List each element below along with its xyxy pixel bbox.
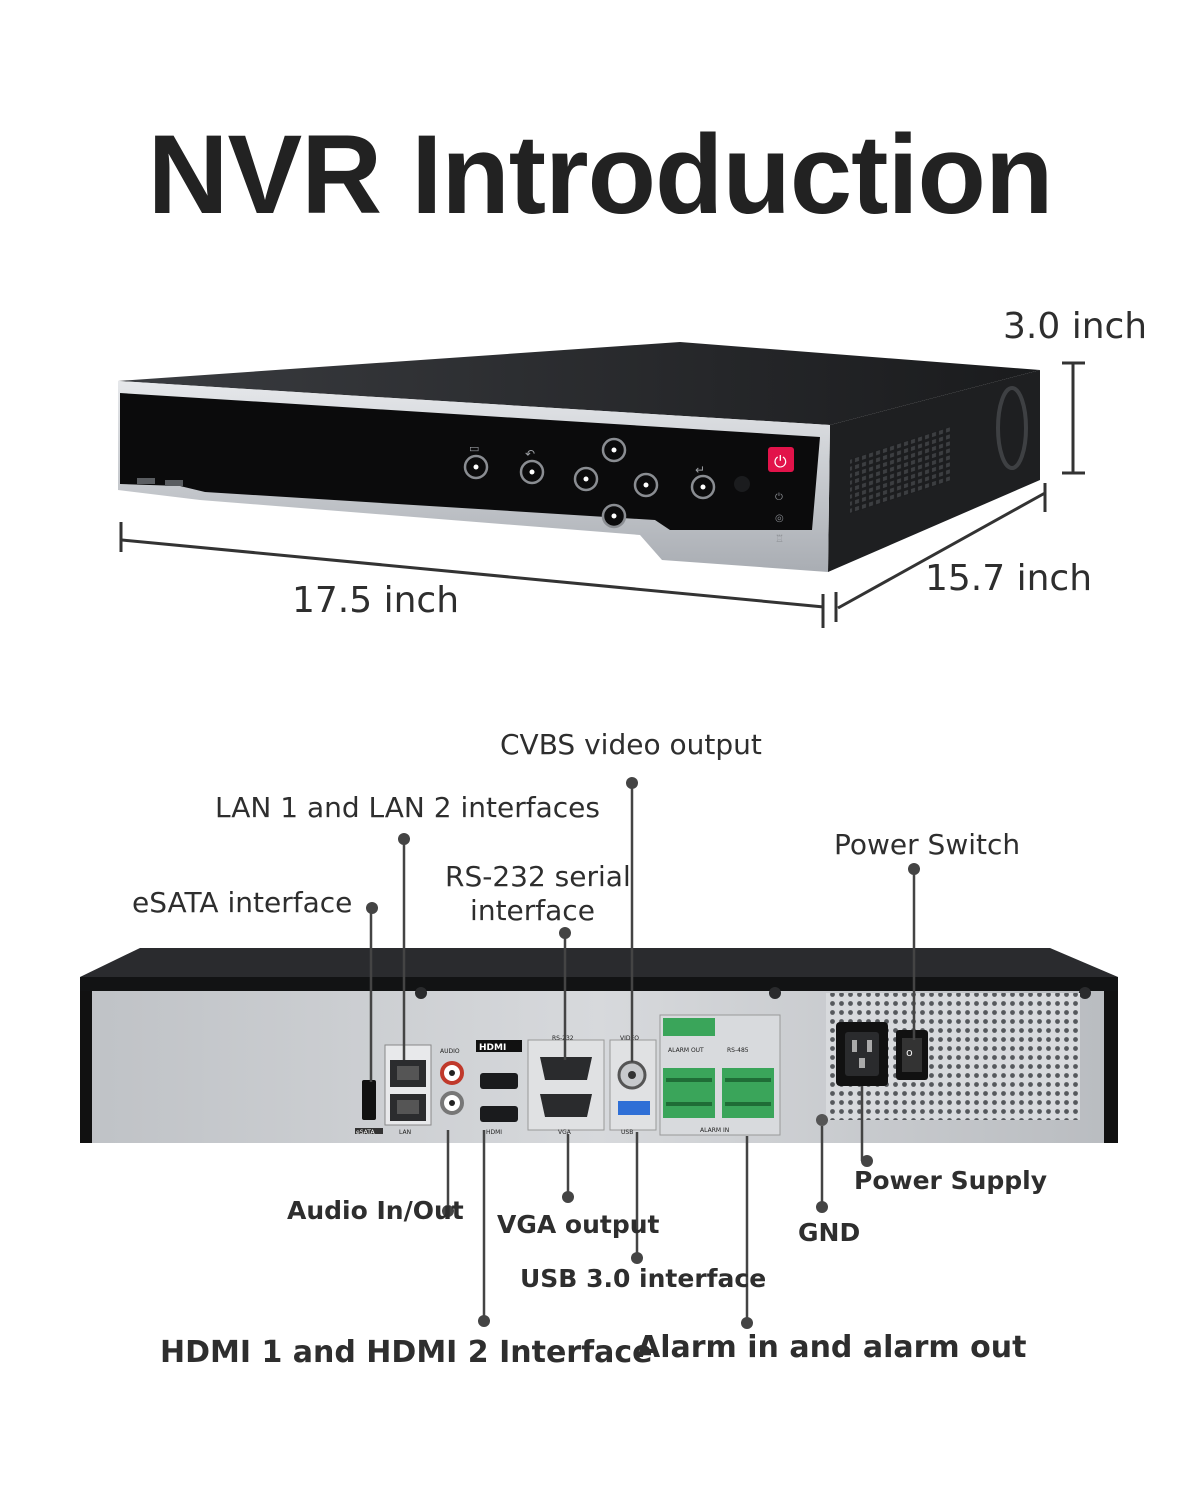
rear-screw bbox=[1079, 987, 1091, 999]
width-dimension-line bbox=[121, 538, 825, 609]
alarm-in-terminal-2 bbox=[722, 1068, 774, 1118]
nvr-front-view: ▭ ↶ ↵ ⏻ ⏻ ◎ ♖ bbox=[118, 342, 1040, 572]
video-port-label: VIDEO bbox=[620, 1035, 639, 1042]
usb3-port bbox=[618, 1101, 650, 1115]
vga-port bbox=[540, 1094, 592, 1117]
back-icon: ↶ bbox=[525, 447, 535, 461]
alarm-in-out-label: Alarm in and alarm out bbox=[637, 1330, 1027, 1365]
dimension-lines bbox=[119, 361, 1085, 628]
rear-screw bbox=[415, 987, 427, 999]
cvbs-video-output-label: CVBS video output bbox=[500, 728, 762, 761]
rear-top-cover bbox=[80, 948, 1118, 977]
audio-port-label: AUDIO bbox=[440, 1048, 460, 1055]
side-vents bbox=[850, 426, 950, 514]
audio-in-out-label: Audio In/Out bbox=[287, 1196, 464, 1225]
rs232-serial-interface-label: RS-232 serial interface bbox=[445, 860, 631, 928]
power-button[interactable] bbox=[768, 447, 794, 472]
gnd-screw bbox=[816, 1114, 828, 1126]
alarm-out-terminal bbox=[663, 1018, 715, 1036]
esata-interface-label: eSATA interface bbox=[132, 886, 353, 919]
rs485-label: RS-485 bbox=[727, 1047, 749, 1054]
rs232-label-line1: RS-232 serial bbox=[445, 860, 631, 893]
power-icon: ⏻ bbox=[774, 452, 787, 471]
power-switch-label: Power Switch bbox=[834, 828, 1021, 861]
alarm-in-label: ALARM IN bbox=[700, 1127, 729, 1134]
depth-dimension-line bbox=[837, 491, 1046, 610]
lan-interfaces-label: LAN 1 and LAN 2 interfaces bbox=[215, 791, 600, 824]
rear-right-bracket bbox=[1104, 985, 1118, 1143]
usb-port-label: USB bbox=[621, 1129, 633, 1136]
vga-port-label: VGA bbox=[558, 1129, 572, 1136]
rs232-port bbox=[540, 1057, 592, 1080]
leader-dots bbox=[366, 777, 920, 1329]
height-dimension-label: 3.0 inch bbox=[1003, 306, 1148, 347]
hdmi2-port bbox=[480, 1106, 518, 1122]
alarm-out-label: ALARM OUT bbox=[668, 1047, 704, 1054]
svg-text:o: o bbox=[906, 1046, 913, 1059]
usb3-interface-label: USB 3.0 interface bbox=[520, 1264, 767, 1293]
rear-left-bracket bbox=[80, 985, 92, 1143]
nvr-top-cover bbox=[118, 342, 1040, 425]
power-led-icon: ⏻ bbox=[775, 492, 783, 503]
rear-screw bbox=[769, 987, 781, 999]
power-supply-label: Power Supply bbox=[854, 1166, 1048, 1195]
nvr-rear-view: eSATA LAN AUDIO HDMI HDMI RS-232 VGA VID… bbox=[80, 948, 1118, 1143]
ir-receiver bbox=[734, 476, 750, 492]
menu-icon: ▭ bbox=[469, 442, 479, 455]
leader-lines bbox=[369, 784, 916, 1323]
gnd-label: GND bbox=[798, 1218, 861, 1247]
vga-output-label: VGA output bbox=[497, 1210, 660, 1239]
page-title: NVR Introduction bbox=[147, 112, 1054, 237]
enter-icon: ↵ bbox=[695, 463, 705, 477]
hdmi-logo: HDMI bbox=[479, 1043, 506, 1053]
rear-top-lip bbox=[80, 977, 1118, 991]
side-fan bbox=[996, 386, 1028, 470]
front-usb-port bbox=[137, 478, 155, 484]
esata-port bbox=[362, 1080, 376, 1120]
hdmi-interface-label: HDMI 1 and HDMI 2 Interface bbox=[160, 1335, 653, 1370]
rs232-label-line2: interface bbox=[470, 894, 595, 927]
hdmi1-port bbox=[480, 1073, 518, 1089]
lan-port-label: LAN bbox=[399, 1129, 411, 1136]
alarm-in-terminal-1 bbox=[663, 1068, 715, 1118]
hdmi-port-label: HDMI bbox=[486, 1129, 502, 1136]
esata-port-label: eSATA bbox=[356, 1129, 375, 1136]
rs232-port-label: RS-232 bbox=[552, 1035, 574, 1042]
hdd-icon: ◎ bbox=[775, 513, 784, 524]
network-icon: ♖ bbox=[775, 534, 784, 545]
front-usb-port bbox=[165, 480, 183, 486]
width-dimension-label: 17.5 inch bbox=[292, 580, 460, 621]
depth-dimension-label: 15.7 inch bbox=[925, 558, 1093, 599]
